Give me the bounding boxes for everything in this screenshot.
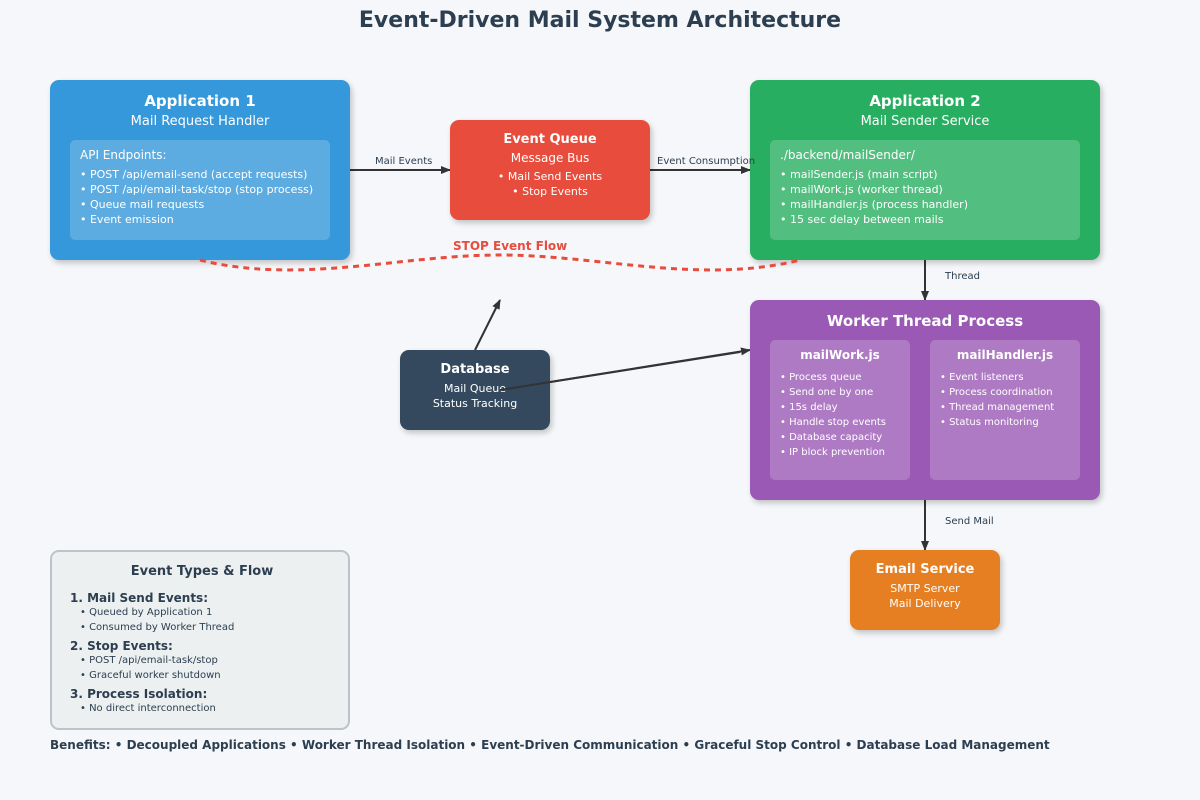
- edge-label-event-consumption: Event Consumption: [657, 156, 756, 167]
- database-line: Mail Queue: [444, 382, 506, 395]
- edge-label-thread: Thread: [945, 271, 980, 282]
- diagram-title: Event-Driven Mail System Architecture: [358, 8, 842, 33]
- worker-thread-box: Worker Thread Process mailWork.js • Proc…: [750, 300, 1100, 500]
- email-service-box: Email Service SMTP Server Mail Delivery: [850, 550, 1000, 630]
- edge-database-to-queue: [474, 299, 501, 351]
- legend-item: • Consumed by Worker Thread: [80, 622, 235, 633]
- mailwork-title: mailWork.js: [800, 348, 880, 362]
- benefits-footer: Benefits: • Decoupled Applications • Wor…: [50, 738, 1050, 752]
- mail-sender-file-item: • mailHandler.js (process handler): [780, 198, 968, 211]
- mail-sender-file-item: • 15 sec delay between mails: [780, 213, 944, 226]
- mailhandler-item: • Process coordination: [940, 387, 1053, 398]
- legend-section-heading: 2. Stop Events:: [70, 639, 173, 653]
- event-queue-item: • Stop Events: [512, 185, 588, 198]
- legend-section-heading: 3. Process Isolation:: [70, 687, 208, 701]
- application-2-box: Application 2 Mail Sender Service ./back…: [750, 80, 1100, 260]
- mailwork-item: • Database capacity: [780, 432, 883, 443]
- stop-event-flow-label: STOP Event Flow: [453, 239, 568, 253]
- email-service-line: SMTP Server: [890, 582, 960, 595]
- legend-section-heading: 1. Mail Send Events:: [70, 591, 208, 605]
- event-queue-subtitle: Message Bus: [510, 151, 590, 165]
- api-endpoint-item: • Event emission: [80, 213, 174, 226]
- edge-database-to-worker-overlay: [499, 351, 741, 391]
- mailhandler-title: mailHandler.js: [956, 348, 1054, 362]
- edge-label-mail-events: Mail Events: [375, 156, 433, 167]
- application-1-title: Application 1: [144, 92, 256, 110]
- legend-item: • Graceful worker shutdown: [80, 670, 221, 681]
- api-endpoints-panel: API Endpoints: • POST /api/email-send (a…: [70, 140, 330, 240]
- api-endpoint-item: • POST /api/email-task/stop (stop proces…: [80, 183, 314, 196]
- legend-item: • Queued by Application 1: [80, 607, 213, 618]
- mailwork-item: • Handle stop events: [780, 417, 886, 428]
- mailhandler-item: • Status monitoring: [940, 417, 1039, 428]
- application-1-box: Application 1 Mail Request Handler API E…: [50, 80, 350, 260]
- mailhandler-item: • Thread management: [940, 402, 1055, 413]
- mailwork-item: • Process queue: [780, 372, 862, 383]
- mailwork-item: • 15s delay: [780, 402, 838, 413]
- mail-sender-folder-panel: ./backend/mailSender/ • mailSender.js (m…: [770, 140, 1080, 240]
- database-box: Database Mail Queue Status Tracking: [400, 350, 550, 430]
- mail-sender-file-item: • mailSender.js (main script): [780, 168, 938, 181]
- api-endpoint-item: • POST /api/email-send (accept requests): [80, 168, 308, 181]
- stop-event-flow-line: [199, 253, 801, 272]
- mail-sender-folder-heading: ./backend/mailSender/: [780, 148, 915, 162]
- legend-item: • No direct interconnection: [80, 703, 216, 714]
- application-2-subtitle: Mail Sender Service: [860, 114, 990, 129]
- mailwork-item: • IP block prevention: [780, 447, 885, 458]
- mail-sender-file-item: • mailWork.js (worker thread): [780, 183, 943, 196]
- database-line: Status Tracking: [432, 397, 518, 410]
- event-queue-item: • Mail Send Events: [497, 170, 603, 183]
- mailwork-panel: mailWork.js • Process queue • Send one b…: [770, 340, 910, 480]
- database-title: Database: [440, 362, 510, 377]
- event-queue-box: Event Queue Message Bus • Mail Send Even…: [450, 120, 650, 220]
- mailhandler-item: • Event listeners: [940, 372, 1024, 383]
- legend-title: Event Types & Flow: [130, 564, 274, 579]
- event-types-legend: Event Types & Flow 1. Mail Send Events: …: [50, 550, 350, 730]
- legend-item: • POST /api/email-task/stop: [80, 655, 218, 666]
- email-service-title: Email Service: [875, 562, 975, 577]
- worker-thread-title: Worker Thread Process: [826, 312, 1024, 330]
- email-service-line: Mail Delivery: [889, 597, 961, 610]
- event-queue-title: Event Queue: [503, 132, 597, 147]
- mailhandler-panel: mailHandler.js • Event listeners • Proce…: [930, 340, 1080, 480]
- application-2-title: Application 2: [869, 92, 981, 110]
- edge-label-send-mail: Send Mail: [945, 516, 994, 527]
- api-endpoints-heading: API Endpoints:: [80, 148, 167, 162]
- api-endpoint-item: • Queue mail requests: [80, 198, 205, 211]
- mailwork-item: • Send one by one: [780, 387, 874, 398]
- application-1-subtitle: Mail Request Handler: [130, 114, 270, 129]
